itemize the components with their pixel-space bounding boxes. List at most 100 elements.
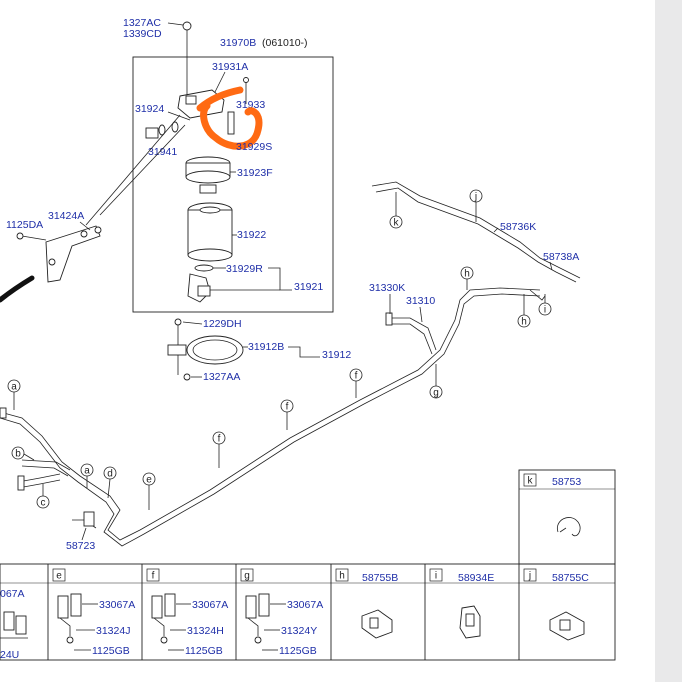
svg-text:k: k — [528, 476, 534, 487]
legend-j-part: 58755C — [552, 572, 589, 584]
label-31941: 31941 — [148, 146, 177, 158]
svg-text:h: h — [339, 571, 345, 582]
label-date-code: (061010-) — [262, 37, 308, 49]
callout-a-1: a — [7, 379, 21, 393]
legend-g-header: g — [240, 568, 254, 582]
callout-f-1: f — [212, 431, 226, 445]
label-31922: 31922 — [237, 229, 266, 241]
svg-text:a: a — [11, 382, 17, 393]
callout-j: j — [469, 189, 483, 203]
clip-legend-a — [0, 611, 28, 639]
fuel-hose-black — [0, 275, 35, 303]
legend-f-p3: 1125GB — [185, 645, 223, 657]
label-31424A: 31424A — [48, 210, 84, 222]
svg-text:b: b — [15, 449, 21, 460]
svg-text:h: h — [521, 317, 527, 328]
legend-k-header: k 58753 — [523, 473, 581, 488]
fuel-filter-cartridge — [187, 202, 233, 262]
legend-e-p2: 31324J — [96, 625, 130, 637]
label-31330K: 31330K — [369, 282, 405, 294]
filter-clamp — [167, 335, 244, 365]
svg-text:a: a — [84, 466, 90, 477]
filter-bracket — [45, 225, 102, 283]
svg-text:f: f — [218, 434, 221, 445]
svg-text:k: k — [394, 218, 400, 229]
label-31970B: 31970B — [220, 37, 256, 49]
callout-h-2: h — [517, 314, 531, 328]
label-31923F: 31923F — [237, 167, 273, 179]
clip-58755B — [361, 609, 393, 639]
label-31929S: 31929S — [236, 141, 272, 153]
drain-plug — [145, 121, 179, 139]
legend-g-p3: 1125GB — [279, 645, 317, 657]
legend-h-part: 58755B — [362, 572, 398, 584]
callout-c: c — [36, 495, 50, 509]
legend-a-part2: 24U — [0, 649, 19, 661]
svg-text:h: h — [464, 269, 470, 280]
bolt-top — [182, 21, 192, 31]
legend-e-header: e — [52, 568, 66, 582]
fuel-lines — [0, 181, 581, 547]
svg-text:e: e — [146, 475, 152, 486]
clip-legend-g — [245, 593, 270, 644]
clip-legend-e — [57, 593, 82, 644]
filter-assembly-frame — [132, 56, 334, 313]
label-58723: 58723 — [66, 540, 95, 552]
label-31921: 31921 — [294, 281, 323, 293]
label-31924: 31924 — [135, 103, 164, 115]
label-31912B: 31912B — [248, 341, 284, 353]
water-sensor — [187, 273, 211, 303]
label-1229DH: 1229DH — [203, 318, 242, 330]
svg-text:j: j — [528, 571, 531, 582]
callout-f-2: f — [280, 399, 294, 413]
legend-table — [0, 469, 616, 661]
clip-legend-f — [151, 593, 176, 644]
legend-f-p2: 31324H — [187, 625, 224, 637]
svg-text:g: g — [433, 388, 439, 399]
legend-k-part: 58753 — [552, 476, 581, 488]
callout-a-2: a — [80, 463, 94, 477]
label-1327AC: 1327AC — [123, 17, 161, 29]
clip-58755C — [549, 611, 585, 641]
callout-f-3: f — [349, 368, 363, 382]
label-1327AA: 1327AA — [203, 371, 240, 383]
svg-text:f: f — [355, 371, 358, 382]
legend-h-header: h 58755B — [335, 568, 398, 584]
label-31310: 31310 — [406, 295, 435, 307]
label-1125DA: 1125DA — [6, 219, 43, 231]
svg-text:d: d — [107, 469, 113, 480]
line-clips — [0, 312, 393, 527]
label-31933: 31933 — [236, 99, 265, 111]
clip-58934E — [459, 605, 481, 639]
svg-text:i: i — [544, 305, 546, 316]
svg-text:i: i — [435, 571, 437, 582]
label-31912: 31912 — [322, 349, 351, 361]
legend-g-p2: 31324Y — [281, 625, 317, 637]
legend-g-p1: 33067A — [287, 599, 323, 611]
legend-e-p1: 33067A — [99, 599, 135, 611]
legend-i-part: 58934E — [458, 572, 494, 584]
label-1339CD: 1339CD — [123, 28, 162, 40]
svg-text:f: f — [286, 402, 289, 413]
callout-g: g — [429, 385, 443, 399]
legend-a-part1: 067A — [0, 588, 25, 600]
label-31929R: 31929R — [226, 263, 263, 275]
legend-f-p1: 33067A — [192, 599, 228, 611]
svg-text:f: f — [152, 571, 155, 582]
orange-annotation-mark — [200, 102, 263, 150]
callout-d: d — [103, 466, 117, 480]
svg-text:c: c — [41, 498, 46, 509]
svg-text:j: j — [474, 192, 477, 203]
svg-text:g: g — [244, 571, 250, 582]
callout-b: b — [11, 446, 25, 460]
label-58738A: 58738A — [543, 251, 579, 263]
callout-k: k — [389, 215, 403, 229]
callout-h-1: h — [460, 266, 474, 280]
clip-58753 — [556, 517, 581, 537]
filter-heater — [185, 156, 231, 194]
callout-e: e — [142, 472, 156, 486]
legend-i-header: i 58934E — [429, 568, 494, 584]
legend-j-header: j 58755C — [523, 568, 589, 584]
callout-i: i — [538, 302, 552, 316]
